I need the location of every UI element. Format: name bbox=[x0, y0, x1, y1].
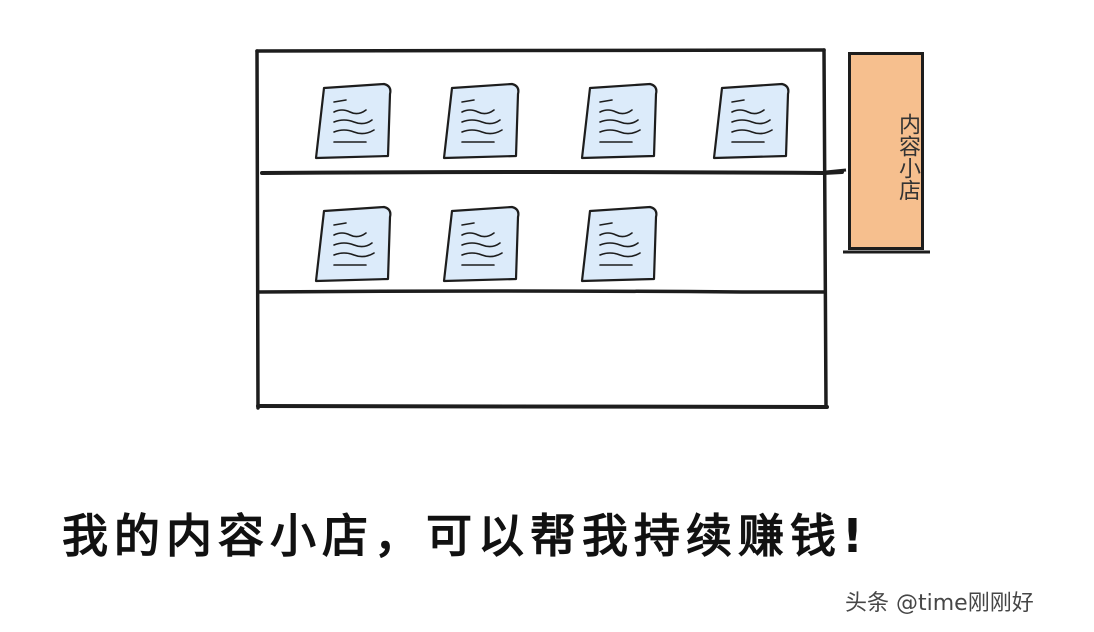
shelf-divider-1 bbox=[260, 170, 844, 176]
document-icon bbox=[314, 82, 392, 160]
shelf-frame-bottom bbox=[256, 404, 829, 409]
shelf-frame-left bbox=[255, 49, 260, 410]
document-icon bbox=[442, 205, 520, 283]
shelf-frame-right bbox=[822, 48, 828, 409]
document-icon bbox=[580, 205, 658, 283]
document-icon bbox=[314, 205, 392, 283]
shop-sign: 内容小店 bbox=[848, 52, 924, 250]
document-icon bbox=[580, 82, 658, 160]
shelf-frame-top bbox=[255, 48, 826, 53]
document-icon bbox=[442, 82, 520, 160]
sign-connector bbox=[825, 168, 847, 174]
watermark: 头条 @time刚刚好 bbox=[845, 591, 1034, 616]
shop-sign-label: 内容小店 bbox=[895, 113, 920, 201]
caption: 我的内容小店，可以帮我持续赚钱! bbox=[62, 509, 869, 563]
shelf-divider-2 bbox=[256, 289, 827, 294]
document-icon bbox=[712, 82, 790, 160]
documents-layer bbox=[314, 82, 790, 283]
